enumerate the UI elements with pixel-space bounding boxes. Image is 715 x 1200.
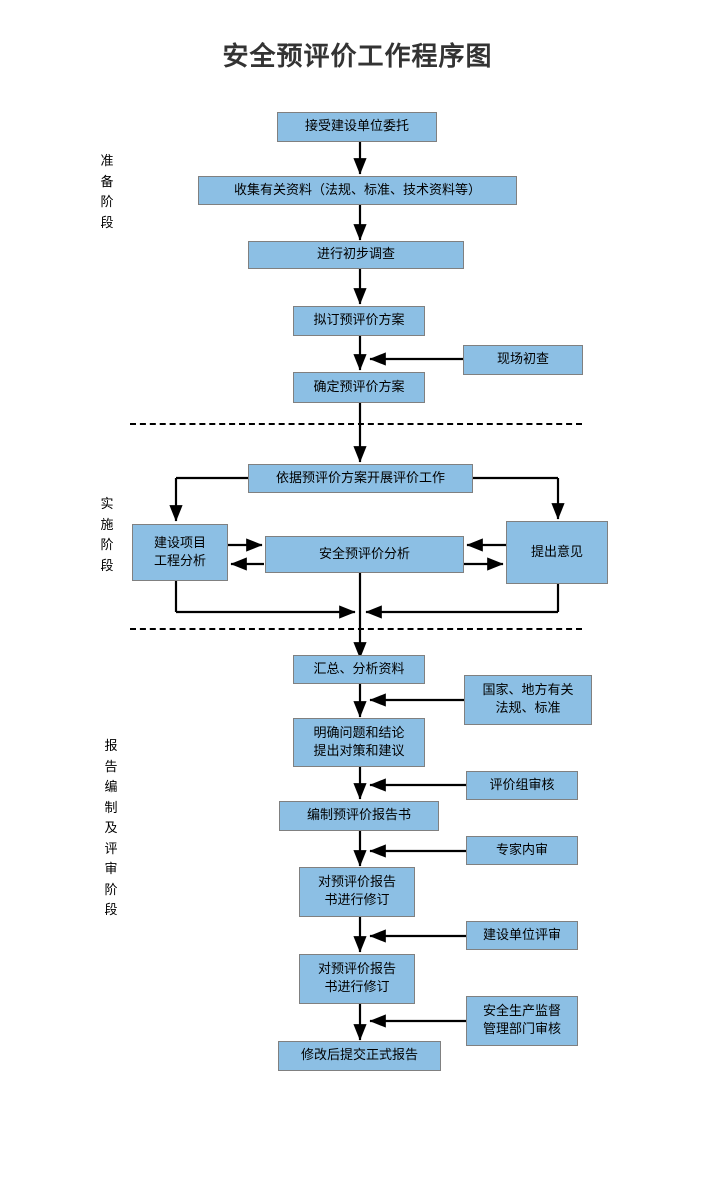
node-confirm-plan[interactable]: 确定预评价方案 — [293, 372, 425, 403]
node-label: 对预评价报告 书进行修订 — [304, 874, 410, 909]
node-safety-pre-evaluation-analysis[interactable]: 安全预评价分析 — [265, 536, 464, 573]
node-label-line-2: 工程分析 — [153, 553, 206, 569]
node-label: 提出意见 — [530, 544, 583, 560]
node-revise-report-2[interactable]: 对预评价报告 书进行修订 — [299, 954, 415, 1004]
node-label: 评价组审核 — [489, 777, 555, 793]
node-label-line-2: 法规、标准 — [495, 701, 561, 716]
node-label: 进行初步调查 — [316, 247, 395, 263]
stage-char: 段 — [100, 215, 114, 231]
node-label-line-2: 提出对策和建议 — [313, 743, 405, 759]
node-label-line-1: 明确问题和结论 — [313, 725, 405, 741]
node-label: 专家内审 — [495, 842, 548, 858]
stage-char: 制 — [104, 800, 118, 816]
node-accept-commission[interactable]: 接受建设单位委托 — [277, 112, 437, 142]
stage-char: 阶 — [104, 882, 118, 898]
node-label: 安全生产监督 管理部门审核 — [471, 1003, 573, 1038]
node-label: 国家、地方有关 法规、标准 — [469, 682, 587, 717]
node-label-line-1: 建设项目 — [153, 535, 206, 551]
node-compile-report[interactable]: 编制预评价报告书 — [279, 801, 439, 831]
node-site-survey[interactable]: 现场初查 — [463, 345, 583, 375]
stage-char: 段 — [100, 558, 114, 574]
node-label-line-1: 对预评价报告 — [317, 875, 396, 891]
node-label: 汇总、分析资料 — [313, 661, 405, 677]
node-label: 接受建设单位委托 — [304, 119, 409, 135]
stage-char: 及 — [104, 821, 118, 836]
node-label: 明确问题和结论 提出对策和建议 — [298, 725, 420, 760]
stage-char: 评 — [104, 841, 118, 857]
stage-label-implementation: 实 施 阶 段 — [96, 495, 118, 577]
stage-label-reporting-review: 报 告 编 制 及 评 审 阶 段 — [100, 737, 122, 922]
node-clarify-issues[interactable]: 明确问题和结论 提出对策和建议 — [293, 718, 425, 767]
stage-label-preparation: 准 备 阶 段 — [96, 152, 118, 234]
node-label: 确定预评价方案 — [313, 379, 405, 395]
node-label: 拟订预评价方案 — [313, 313, 405, 329]
node-label: 收集有关资料（法规、标准、技术资料等） — [233, 182, 481, 198]
node-label: 安全预评价分析 — [318, 546, 410, 562]
stage-char: 实 — [100, 497, 114, 512]
node-revise-report-1[interactable]: 对预评价报告 书进行修订 — [299, 867, 415, 917]
stage-char: 备 — [100, 174, 114, 190]
node-label-line-2: 书进行修订 — [324, 980, 390, 995]
node-label: 编制预评价报告书 — [306, 808, 411, 824]
node-national-local-regulations[interactable]: 国家、地方有关 法规、标准 — [464, 675, 592, 725]
stage-char: 阶 — [100, 538, 114, 553]
divider-implementation-reporting — [130, 628, 582, 630]
node-label: 依据预评价方案开展评价工作 — [275, 470, 445, 486]
node-label-line-1: 安全生产监督 — [482, 1004, 561, 1020]
node-label-line-2: 管理部门审核 — [482, 1022, 561, 1037]
node-raise-opinions[interactable]: 提出意见 — [506, 521, 608, 584]
node-label-line-1: 国家、地方有关 — [482, 683, 574, 699]
node-safety-supervision-review[interactable]: 安全生产监督 管理部门审核 — [466, 996, 578, 1046]
stage-char: 阶 — [100, 195, 114, 210]
node-label: 修改后提交正式报告 — [300, 1048, 418, 1064]
node-project-engineering-analysis[interactable]: 建设项目 工程分析 — [132, 524, 228, 581]
node-label: 建设单位评审 — [482, 927, 561, 943]
node-label-line-1: 对预评价报告 — [317, 962, 396, 978]
stage-char: 审 — [104, 862, 118, 877]
node-collect-data[interactable]: 收集有关资料（法规、标准、技术资料等） — [198, 176, 517, 205]
node-label-line-2: 书进行修订 — [324, 893, 390, 908]
node-label: 对预评价报告 书进行修订 — [304, 961, 410, 996]
node-preliminary-survey[interactable]: 进行初步调查 — [248, 241, 464, 269]
stage-char: 段 — [104, 903, 118, 918]
node-submit-final-report[interactable]: 修改后提交正式报告 — [278, 1041, 441, 1071]
stage-char: 报 — [104, 739, 118, 754]
stage-char: 准 — [100, 154, 114, 169]
node-evaluation-group-review[interactable]: 评价组审核 — [466, 771, 578, 800]
node-construction-unit-review[interactable]: 建设单位评审 — [466, 921, 578, 950]
node-label: 现场初查 — [496, 352, 549, 368]
node-draft-plan[interactable]: 拟订预评价方案 — [293, 306, 425, 336]
stage-char: 编 — [104, 780, 118, 795]
divider-preparation-implementation — [130, 423, 582, 425]
node-summarize-analyze[interactable]: 汇总、分析资料 — [293, 655, 425, 684]
node-expert-internal-review[interactable]: 专家内审 — [466, 836, 578, 865]
node-label: 建设项目 工程分析 — [137, 535, 223, 570]
stage-char: 施 — [100, 517, 114, 533]
stage-char: 告 — [104, 759, 118, 775]
page-title: 安全预评价工作程序图 — [222, 42, 493, 72]
node-carry-out-evaluation[interactable]: 依据预评价方案开展评价工作 — [248, 464, 473, 493]
